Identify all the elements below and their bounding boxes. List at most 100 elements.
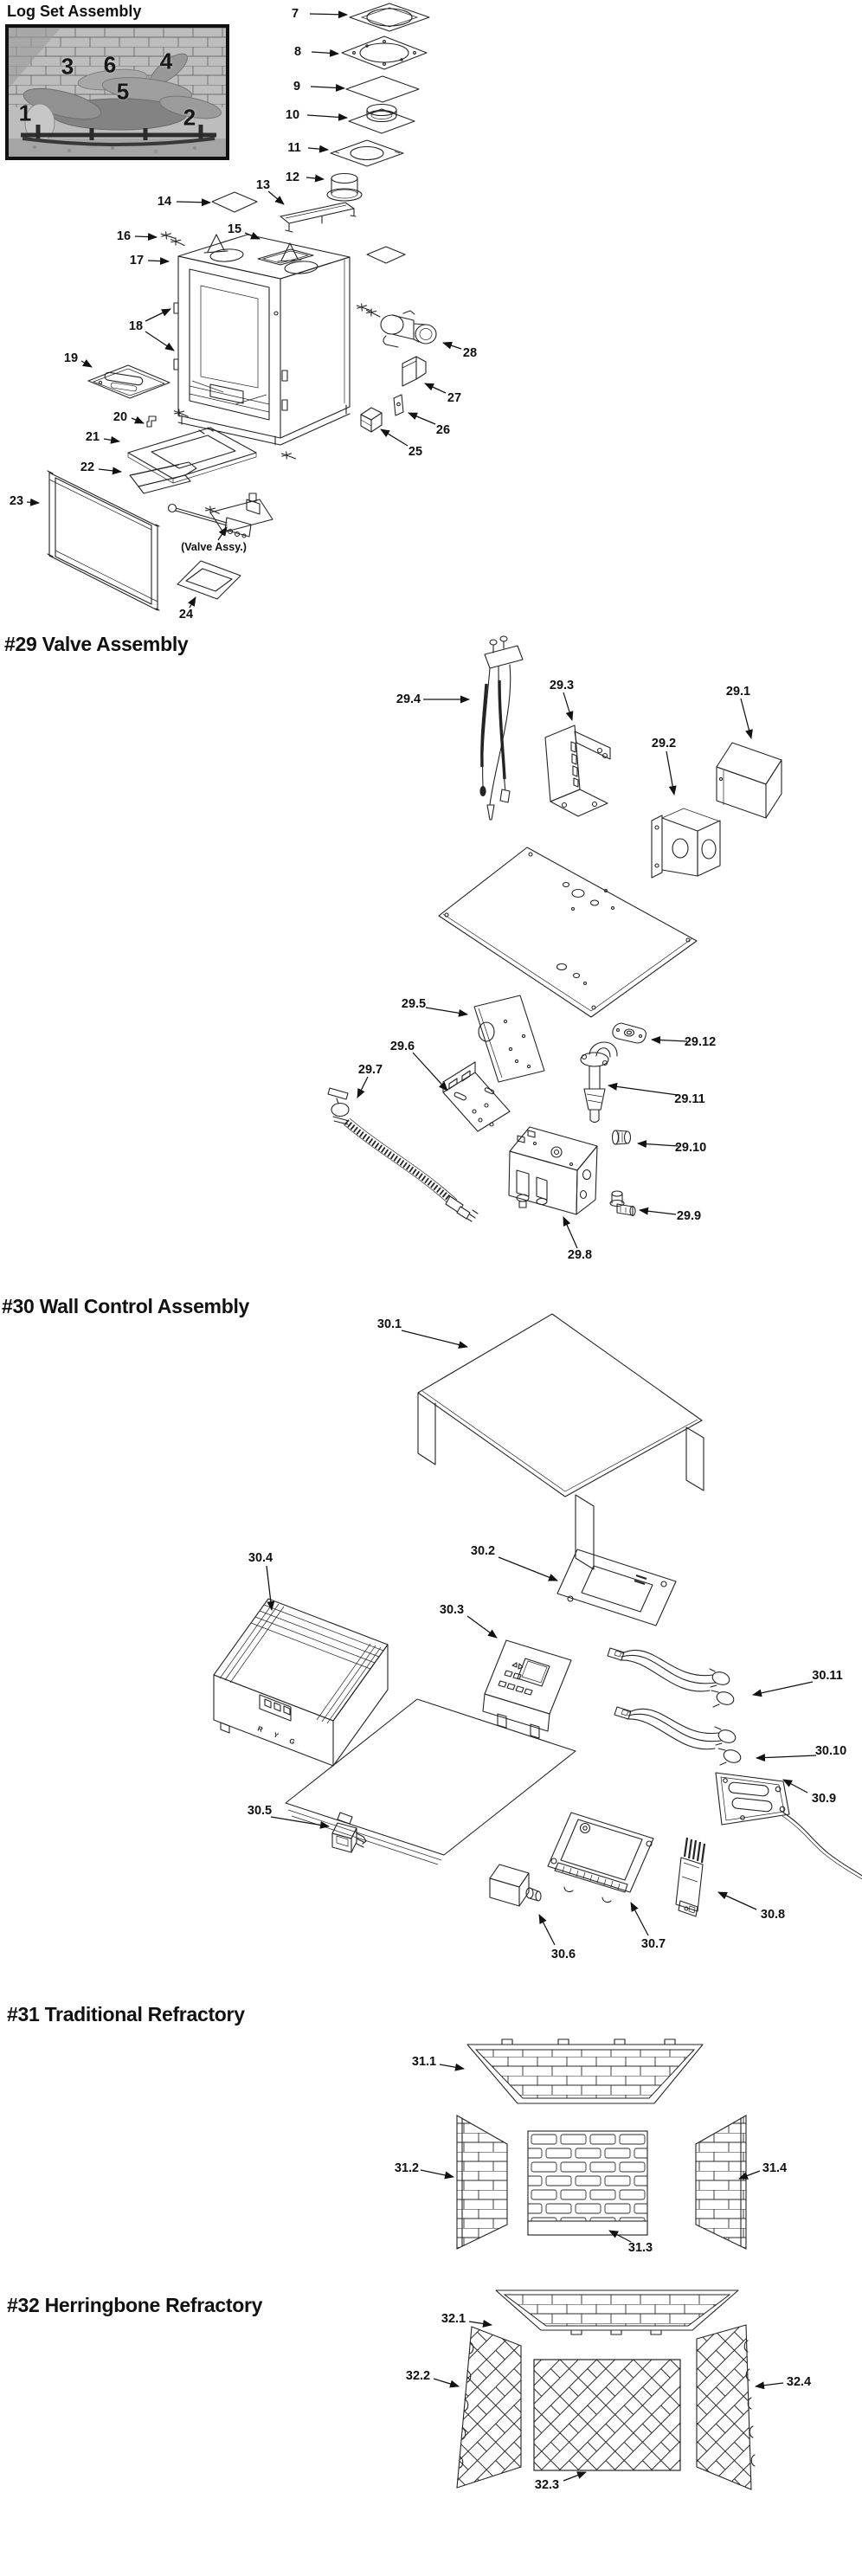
part-29-1-cover-drawing	[716, 742, 782, 819]
part-14-drawing	[211, 191, 258, 213]
part-label-8: 8	[293, 45, 302, 59]
photo-number-1: 1	[18, 100, 32, 126]
part-13-drawing	[280, 202, 357, 233]
part-label-17: 17	[129, 254, 145, 267]
part-label-25: 25	[408, 445, 423, 459]
part-label-21: 21	[85, 430, 100, 444]
section-title-29: #29 Valve Assembly	[4, 633, 189, 655]
part-29-9-elbow-drawing	[609, 1190, 636, 1217]
photo-number-3: 3	[61, 53, 74, 80]
part-21-drawing	[127, 427, 257, 484]
part-23-drawing	[47, 470, 160, 611]
part-label-23: 23	[9, 494, 24, 508]
part-29-12-link-drawing	[612, 1022, 646, 1044]
part-30-3-keypad-drawing	[482, 1639, 572, 1739]
part-29-6-bracket-drawing	[442, 1061, 511, 1132]
part-30-7-module-drawing	[547, 1812, 654, 1903]
part-30-5-switch-drawing	[331, 1822, 367, 1853]
part-label-29-3: 29.3	[549, 679, 575, 692]
part-label-30-4: 30.4	[248, 1551, 273, 1565]
part-label-11: 11	[287, 141, 301, 155]
part-30-10-harness-drawing	[614, 1706, 742, 1766]
part-label-12: 12	[285, 171, 300, 184]
part-label-29-2: 29.2	[651, 737, 677, 750]
part-label-16: 16	[116, 229, 132, 243]
part-30-4-receiver-drawing: R Y G	[213, 1598, 389, 1767]
part-29-2-bracket-drawing	[651, 808, 721, 879]
part-label-29-8: 29.8	[567, 1248, 593, 1262]
part-29-10-bushing-drawing	[611, 1130, 632, 1145]
part-label-30-2: 30.2	[470, 1544, 496, 1558]
part-28-blower-drawing	[380, 310, 437, 348]
part-30-9-battery-holder-drawing	[715, 1772, 862, 1880]
part-label-32-1: 32.1	[441, 2312, 466, 2326]
part-29-8-valve-drawing	[508, 1126, 598, 1215]
log-set-photo	[5, 24, 229, 160]
part-label-30-7: 30.7	[640, 1937, 666, 1951]
part-22-drawing	[129, 461, 197, 494]
part-label-26: 26	[435, 423, 451, 437]
part-label-14: 14	[157, 195, 172, 209]
part-19-drawing	[87, 364, 170, 399]
part-11-drawing	[330, 139, 404, 167]
part-27-drawing	[402, 356, 427, 387]
part-9-drawing	[345, 75, 420, 103]
part-25-drawing	[360, 407, 383, 433]
part-label-30-6: 30.6	[550, 1948, 576, 1961]
part-label-31-2: 31.2	[394, 2161, 420, 2175]
part-30-2-wallplate-drawing	[556, 1549, 677, 1626]
part-26-drawing	[393, 394, 404, 416]
section-title-31: #31 Traditional Refractory	[7, 2003, 245, 2025]
photo-number-5: 5	[116, 78, 130, 105]
photo-number-4: 4	[159, 48, 173, 74]
part-10-drawing	[348, 103, 415, 134]
part-29-11-orifice-drawing	[580, 1041, 618, 1124]
part-label-30-1: 30.1	[376, 1317, 402, 1331]
part-label-29-5: 29.5	[401, 997, 427, 1011]
part-8-drawing	[341, 35, 428, 70]
section-title-30: #30 Wall Control Assembly	[2, 1295, 250, 1317]
part-label-28: 28	[462, 346, 478, 360]
part-label-9: 9	[293, 80, 301, 93]
part-29-7-gasline-drawing	[327, 1087, 479, 1222]
part-29-3-bracket-drawing	[544, 724, 611, 817]
part-30-11-harness-drawing	[607, 1647, 735, 1708]
part-29-4-pilot-drawing	[479, 635, 524, 821]
part-label-32-3: 32.3	[534, 2478, 560, 2492]
part-label-24: 24	[178, 608, 194, 621]
part-label-31-3: 31.3	[627, 2241, 653, 2255]
part-30-6-box-drawing	[489, 1864, 542, 1907]
part-32-4-right-drawing	[696, 2324, 756, 2490]
part-32-2-left-drawing	[456, 2326, 522, 2489]
part-label-29-12: 29.12	[684, 1035, 717, 1049]
section-title-32: #32 Herringbone Refractory	[7, 2294, 263, 2316]
part-label-29-4: 29.4	[396, 692, 421, 706]
part-label-10: 10	[285, 108, 300, 122]
part-label-31-4: 31.4	[762, 2161, 788, 2175]
fireplace-body-drawing	[173, 234, 351, 446]
part-label-7: 7	[291, 7, 299, 21]
part-30-1-cover-drawing	[417, 1313, 704, 1570]
part-label-29-10: 29.10	[674, 1141, 707, 1155]
part-31-1-top-drawing	[466, 2038, 704, 2104]
part-29-5-plate-drawing	[473, 995, 545, 1083]
part-label-30-8: 30.8	[760, 1908, 786, 1922]
part-label-31-1: 31.1	[411, 2055, 437, 2069]
part-label-18: 18	[128, 319, 144, 333]
part-label-20: 20	[113, 410, 128, 424]
part-29-base-plate-drawing	[438, 847, 698, 1018]
part-label-32-4: 32.4	[786, 2375, 812, 2389]
part-24-drawing	[177, 560, 241, 600]
part-label-29-1: 29.1	[725, 685, 751, 699]
part-label-29-11: 29.11	[674, 1092, 705, 1106]
part-31-3-rear-drawing	[527, 2130, 648, 2236]
part-7-drawing	[349, 3, 430, 32]
part-32-3-rear-drawing	[533, 2359, 681, 2471]
part-12-drawing	[326, 172, 363, 202]
part-label-22: 22	[80, 460, 95, 474]
photo-number-6: 6	[103, 51, 117, 78]
part-label-29-9: 29.9	[676, 1209, 702, 1223]
part-31-4-right-drawing	[695, 2115, 747, 2250]
part-label-30-10: 30.10	[814, 1744, 847, 1758]
